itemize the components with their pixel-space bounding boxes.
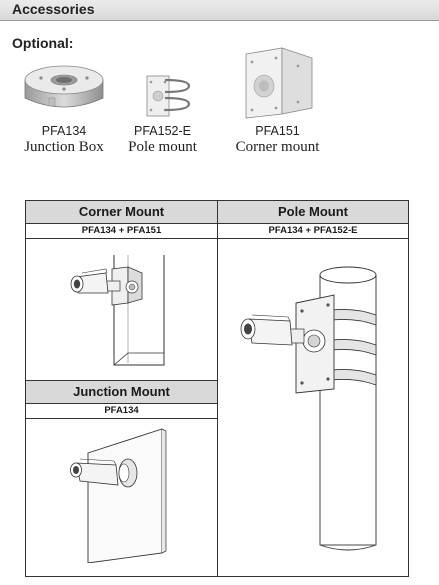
product-description: Junction Box <box>24 139 104 155</box>
section-header: Accessories <box>0 0 439 21</box>
optional-label: Optional: <box>12 35 74 51</box>
section-title: Accessories <box>12 1 95 17</box>
mount-diagram-table: Corner Mount PFA134 + PFA151 Junction Mo… <box>25 200 409 577</box>
product-model: PFA151 <box>255 124 300 138</box>
pole-mount-bracket-icon <box>146 75 190 117</box>
product-model: PFA134 <box>41 124 87 138</box>
corner-mount-combo: PFA134 + PFA151 <box>26 224 217 239</box>
column-divider <box>217 201 218 576</box>
pole-mount-illustration <box>240 266 377 551</box>
junction-mount-combo: PFA134 <box>26 404 217 419</box>
corner-mount-bracket-icon <box>245 47 312 119</box>
junction-mount-heading: Junction Mount <box>26 381 217 404</box>
pole-mount-heading: Pole Mount <box>218 201 408 224</box>
junction-box-icon <box>24 65 104 108</box>
junction-mount-illustration <box>70 428 167 563</box>
product-description: Corner mount <box>235 139 320 155</box>
product-description: Pole mount <box>128 139 197 155</box>
product-model: PFA152-E <box>134 124 191 138</box>
corner-junction-divider <box>26 380 217 381</box>
corner-mount-heading: Corner Mount <box>26 201 217 224</box>
product-corner-mount: PFA151 Corner mount <box>225 44 330 155</box>
product-junction-box: PFA134 Junction Box <box>14 58 114 155</box>
pole-mount-combo: PFA134 + PFA152-E <box>218 224 408 239</box>
corner-mount-illustration <box>70 255 165 366</box>
product-pole-mount: PFA152-E Pole mount <box>120 70 205 155</box>
